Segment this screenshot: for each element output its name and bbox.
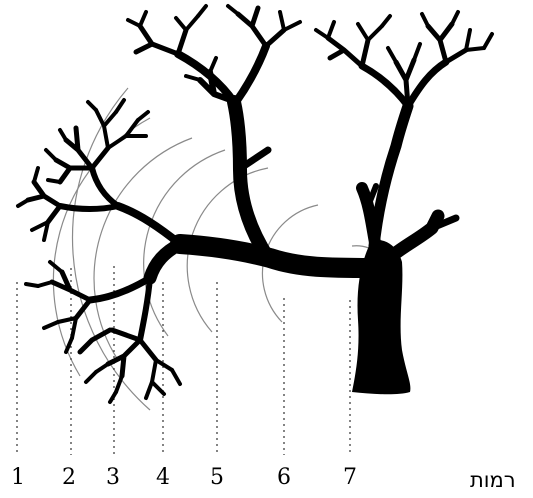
level-label-6: 6 (277, 467, 291, 489)
middle-crown (128, 6, 300, 102)
middle-upright (234, 102, 268, 258)
right-crown-stem (374, 106, 408, 246)
main-limb (180, 244, 372, 268)
level-label-3: 3 (106, 467, 120, 489)
levels-caption: רמות (470, 470, 516, 491)
trunk-stub-left-tip (368, 186, 376, 206)
trunk-stub-right (392, 216, 438, 256)
level-label-7: 7 (343, 467, 357, 489)
level-label-2: 2 (62, 467, 76, 489)
left-lower-crown (26, 262, 180, 402)
level-guides (17, 266, 350, 455)
level-label-4: 4 (156, 467, 170, 489)
middle-side-stub (244, 150, 268, 166)
left-upper-crown (18, 100, 180, 244)
tree-silhouette (150, 102, 456, 394)
tree-crowns (18, 6, 492, 402)
level-label-1: 1 (11, 467, 25, 489)
level-label-5: 5 (210, 467, 224, 489)
limb-to-left-crown (150, 244, 180, 278)
right-crown (316, 12, 492, 106)
